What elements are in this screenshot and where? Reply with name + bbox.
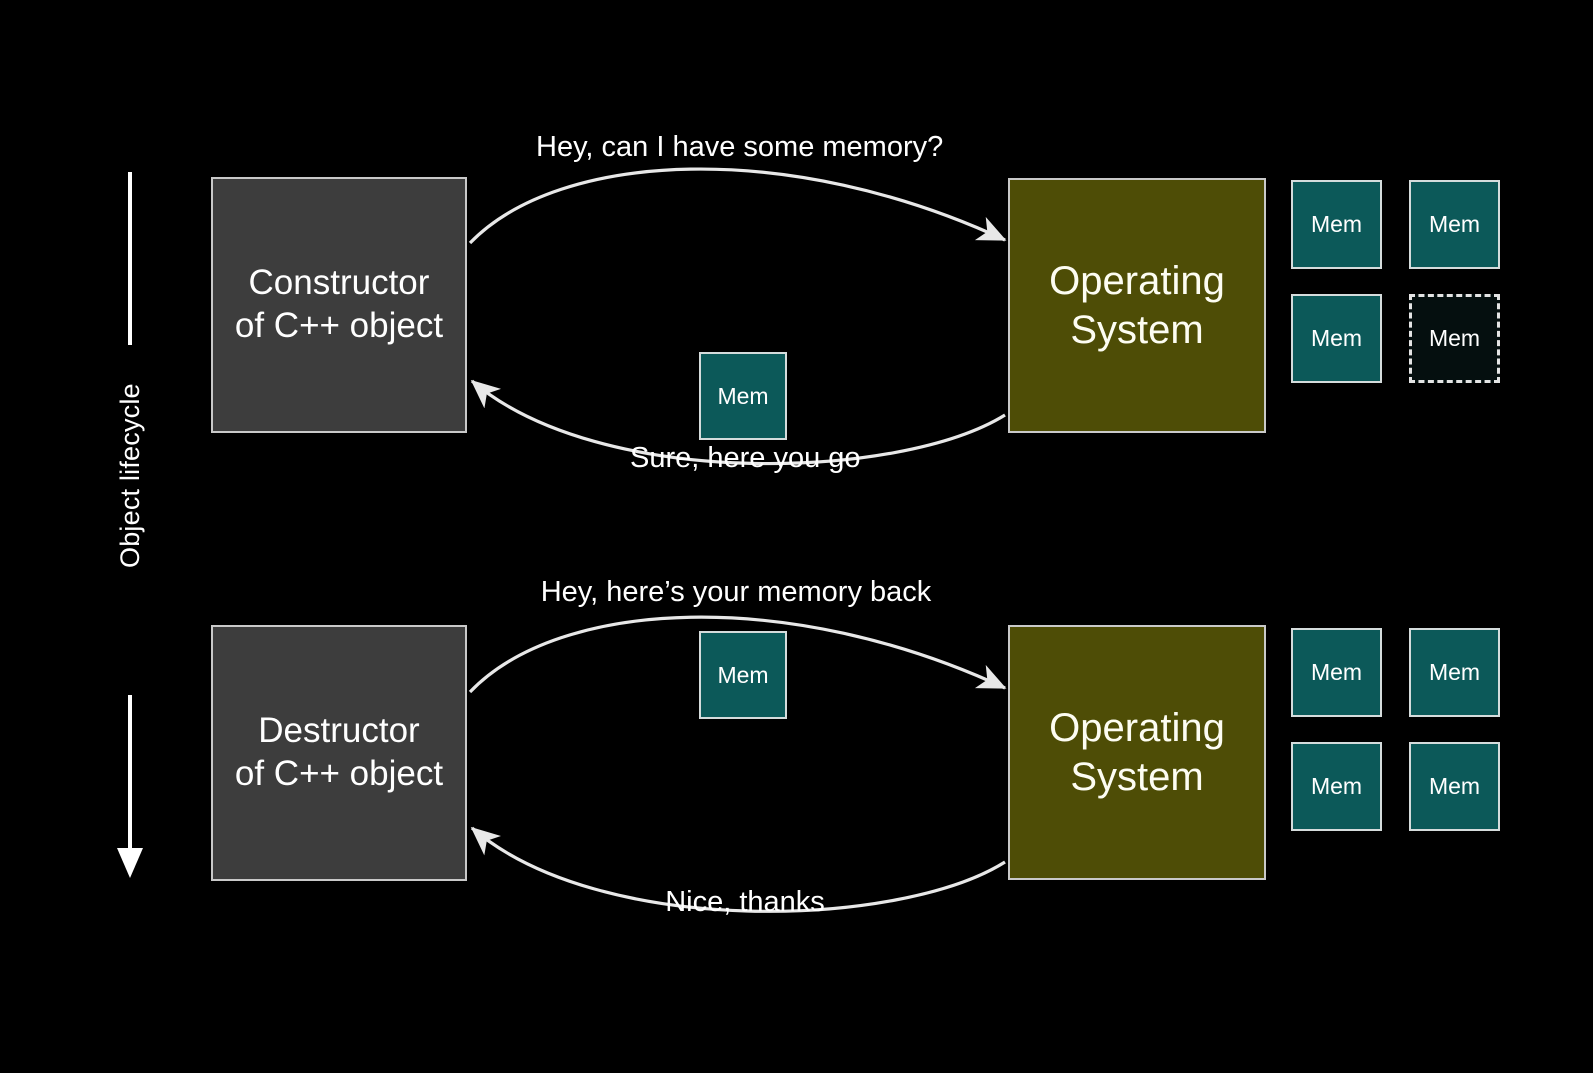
- mem-pool-block-4-construction-free[interactable]: Mem: [1409, 294, 1500, 383]
- mem-block-label: Mem: [1310, 211, 1363, 237]
- mem-block-label: Mem: [1310, 773, 1363, 799]
- constructor-box[interactable]: Constructor of C++ object: [211, 177, 467, 433]
- mem-pool-block-1-destruction[interactable]: Mem: [1291, 628, 1382, 717]
- mem-pool-block-3-construction[interactable]: Mem: [1291, 294, 1382, 383]
- mem-block-label: Mem: [1428, 659, 1481, 685]
- mem-pool-block-4-destruction[interactable]: Mem: [1409, 742, 1500, 831]
- constructor-box-line1: Constructor: [248, 263, 430, 303]
- mem-block-in-transit-destruction[interactable]: Mem: [699, 631, 787, 719]
- mem-block-label: Mem: [717, 661, 769, 688]
- speech-response-destruction: Nice, thanks: [665, 886, 825, 918]
- operating-system-box-destruction[interactable]: Operating System: [1008, 625, 1266, 880]
- mem-block-label: Mem: [1428, 773, 1481, 799]
- os-box-line1-construction: Operating: [1049, 258, 1225, 303]
- mem-block-in-transit-construction[interactable]: Mem: [699, 352, 787, 440]
- mem-block-label: Mem: [1310, 659, 1363, 685]
- speech-request-construction: Hey, can I have some memory?: [536, 131, 944, 163]
- arrow-request-construction: [468, 167, 1007, 245]
- mem-block-label: Mem: [1428, 211, 1481, 237]
- mem-block-label: Mem: [717, 382, 769, 409]
- os-box-line2-construction: System: [1070, 307, 1204, 352]
- destructor-box-line1: Destructor: [258, 711, 420, 751]
- operating-system-box-construction[interactable]: Operating System: [1008, 178, 1266, 433]
- mem-pool-block-2-construction[interactable]: Mem: [1409, 180, 1500, 269]
- destructor-box-line2: of C++ object: [234, 754, 444, 793]
- constructor-box-line2: of C++ object: [234, 306, 444, 345]
- lifecycle-axis: Object lifecycle: [110, 168, 150, 878]
- mem-pool-block-1-construction[interactable]: Mem: [1291, 180, 1382, 269]
- lifecycle-axis-label: Object lifecycle: [115, 383, 145, 568]
- os-box-line1-destruction: Operating: [1049, 705, 1225, 750]
- mem-pool-block-2-destruction[interactable]: Mem: [1409, 628, 1500, 717]
- destructor-box[interactable]: Destructor of C++ object: [211, 625, 467, 881]
- os-box-line2-destruction: System: [1070, 754, 1204, 799]
- mem-block-label: Mem: [1428, 325, 1481, 351]
- mem-block-label: Mem: [1310, 325, 1363, 351]
- mem-pool-block-3-destruction[interactable]: Mem: [1291, 742, 1382, 831]
- speech-request-destruction: Hey, here’s your memory back: [540, 576, 932, 608]
- speech-response-construction: Sure, here you go: [630, 442, 861, 474]
